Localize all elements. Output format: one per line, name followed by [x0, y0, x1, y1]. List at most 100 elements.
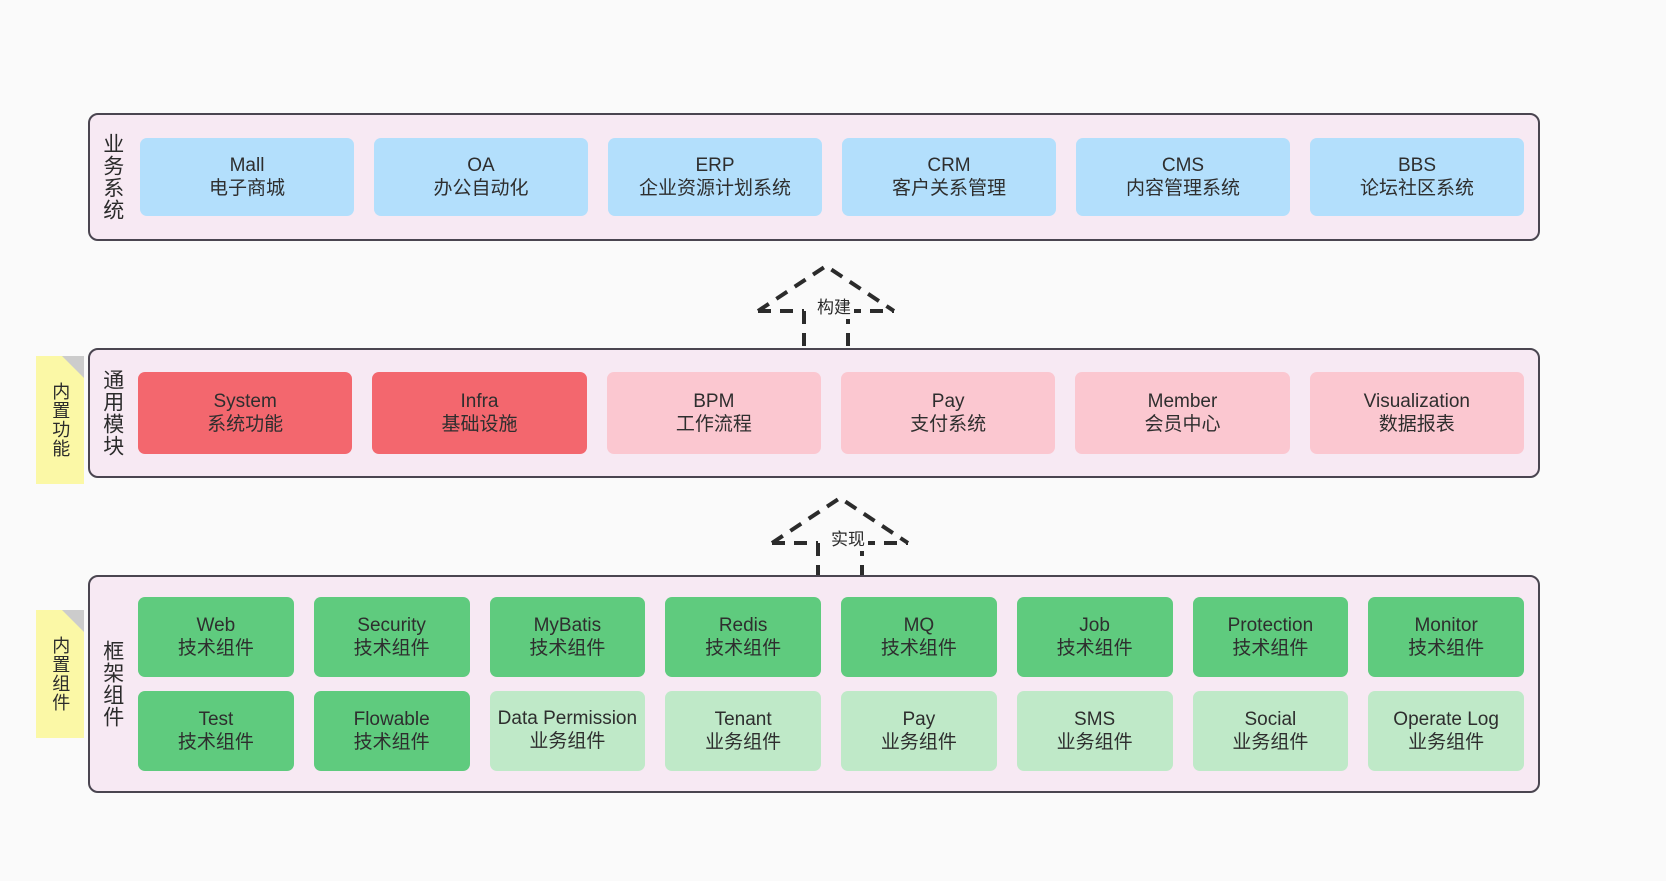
card-redis[interactable]: Redis 技术组件	[665, 597, 821, 677]
card-subtitle: 技术组件	[177, 732, 254, 753]
card-protection[interactable]: Protection 技术组件	[1192, 597, 1349, 677]
card-title: CMS	[1161, 154, 1205, 176]
card-bpm[interactable]: BPM 工作流程	[606, 372, 821, 454]
card-subtitle: 技术组件	[1232, 638, 1309, 659]
card-social[interactable]: Social 业务组件	[1192, 691, 1349, 771]
card-subtitle: 客户关系管理	[891, 178, 1006, 199]
card-crm[interactable]: CRM 客户关系管理	[842, 138, 1056, 216]
connector-build: 构建	[748, 256, 908, 356]
card-subtitle: 技术组件	[880, 638, 957, 659]
layer-business-systems: 业务系统 Mall 电子商城 OA 办公自动化 ERP 企业资源计划系统 CRM	[88, 113, 1540, 241]
card-title: Social	[1244, 708, 1297, 730]
card-subtitle: 论坛社区系统	[1359, 178, 1474, 199]
card-title: Redis	[718, 614, 768, 636]
layer-body-framework-components: Web 技术组件 Security 技术组件 MyBatis 技术组件 Redi…	[134, 577, 1538, 791]
card-subtitle: 技术组件	[177, 638, 254, 659]
card-title: Tenant	[714, 708, 772, 730]
business-card-row: Mall 电子商城 OA 办公自动化 ERP 企业资源计划系统 CRM 客户关系…	[140, 138, 1524, 216]
card-subtitle: 技术组件	[353, 638, 430, 659]
card-subtitle: 支付系统	[910, 414, 987, 435]
modules-card-row: System 系统功能 Infra 基础设施 BPM 工作流程 Pay 支付系统…	[138, 372, 1524, 454]
card-title: Web	[196, 614, 236, 636]
card-title: MyBatis	[533, 614, 602, 636]
card-title: Visualization	[1363, 390, 1470, 412]
card-subtitle: 业务组件	[529, 731, 606, 752]
card-title: BBS	[1397, 154, 1437, 176]
card-oa[interactable]: OA 办公自动化	[374, 138, 588, 216]
card-title: Mall	[229, 154, 265, 176]
card-security[interactable]: Security 技术组件	[313, 597, 470, 677]
card-subtitle: 系统功能	[207, 414, 284, 435]
card-infra[interactable]: Infra 基础设施	[372, 372, 587, 454]
card-cms[interactable]: CMS 内容管理系统	[1076, 138, 1290, 216]
card-mq[interactable]: MQ 技术组件	[841, 597, 997, 677]
card-web[interactable]: Web 技术组件	[138, 597, 294, 677]
card-title: BPM	[693, 390, 735, 412]
layer-common-modules: 通用模块 System 系统功能 Infra 基础设施 BPM 工作流程 Pay	[88, 348, 1540, 478]
card-erp[interactable]: ERP 企业资源计划系统	[608, 138, 822, 216]
card-subtitle: 业务组件	[880, 732, 957, 753]
connector-realize: 实现	[762, 488, 922, 588]
card-subtitle: 企业资源计划系统	[638, 178, 791, 199]
card-title: CRM	[927, 154, 971, 176]
card-subtitle: 技术组件	[1408, 638, 1485, 659]
card-visualization[interactable]: Visualization 数据报表	[1309, 372, 1524, 454]
card-subtitle: 工作流程	[675, 414, 752, 435]
card-subtitle: 办公自动化	[433, 178, 529, 199]
card-subtitle: 技术组件	[353, 732, 430, 753]
card-title: SMS	[1074, 708, 1116, 730]
card-title: Job	[1079, 614, 1110, 636]
card-pay[interactable]: Pay 支付系统	[840, 372, 1056, 454]
layer-label-framework-components: 框架组件	[100, 640, 124, 728]
card-subtitle: 数据报表	[1378, 414, 1455, 435]
card-title: Pay	[902, 708, 936, 730]
layer-body-common-modules: System 系统功能 Infra 基础设施 BPM 工作流程 Pay 支付系统…	[134, 350, 1538, 476]
card-sms[interactable]: SMS 业务组件	[1016, 691, 1173, 771]
card-subtitle: 电子商城	[208, 178, 285, 199]
card-bbs[interactable]: BBS 论坛社区系统	[1310, 138, 1524, 216]
card-subtitle: 技术组件	[705, 638, 782, 659]
card-title: Protection	[1227, 614, 1314, 636]
sticky-note-builtin-components: 内置组件	[36, 610, 84, 738]
card-title: MQ	[903, 614, 935, 636]
card-title: Operate Log	[1393, 708, 1499, 730]
card-operate-log[interactable]: Operate Log 业务组件	[1368, 691, 1524, 771]
layer-label-common-modules: 通用模块	[100, 369, 124, 457]
card-title: Data Permission	[497, 708, 638, 730]
connector-label-realize: 实现	[828, 524, 868, 551]
card-title: ERP	[695, 154, 735, 176]
card-title: Pay	[931, 390, 965, 412]
framework-tech-row: Web 技术组件 Security 技术组件 MyBatis 技术组件 Redi…	[138, 597, 1524, 677]
card-title: System	[213, 390, 277, 412]
card-subtitle: 业务组件	[1408, 732, 1485, 753]
card-title: Monitor	[1414, 614, 1478, 636]
layer-framework-components: 框架组件 Web 技术组件 Security 技术组件 MyBatis 技术组件…	[88, 575, 1540, 793]
card-subtitle: 技术组件	[529, 638, 606, 659]
card-member[interactable]: Member 会员中心	[1075, 372, 1290, 454]
connector-label-build: 构建	[814, 292, 854, 319]
framework-biz-row: Test 技术组件 Flowable 技术组件 Data Permission …	[138, 691, 1524, 771]
card-subtitle: 会员中心	[1144, 414, 1221, 435]
card-title: Member	[1147, 390, 1218, 412]
card-mybatis[interactable]: MyBatis 技术组件	[489, 597, 646, 677]
card-job[interactable]: Job 技术组件	[1016, 597, 1173, 677]
card-subtitle: 业务组件	[705, 732, 782, 753]
card-tenant[interactable]: Tenant 业务组件	[665, 691, 821, 771]
card-title: Flowable	[353, 708, 430, 730]
card-subtitle: 内容管理系统	[1125, 178, 1240, 199]
layer-body-business-systems: Mall 电子商城 OA 办公自动化 ERP 企业资源计划系统 CRM 客户关系…	[134, 115, 1538, 239]
card-subtitle: 基础设施	[441, 414, 518, 435]
sticky-note-builtin-features: 内置功能	[36, 356, 84, 484]
layer-label-business-systems: 业务系统	[100, 133, 124, 221]
card-system[interactable]: System 系统功能	[138, 372, 353, 454]
card-flowable[interactable]: Flowable 技术组件	[313, 691, 470, 771]
card-data-permission[interactable]: Data Permission 业务组件	[489, 691, 646, 771]
card-subtitle: 技术组件	[1056, 638, 1133, 659]
card-mall[interactable]: Mall 电子商城	[140, 138, 354, 216]
card-subtitle: 业务组件	[1232, 732, 1309, 753]
card-title: Infra	[460, 390, 499, 412]
card-pay-component[interactable]: Pay 业务组件	[841, 691, 997, 771]
card-monitor[interactable]: Monitor 技术组件	[1368, 597, 1524, 677]
card-title: OA	[467, 154, 495, 176]
card-test[interactable]: Test 技术组件	[138, 691, 294, 771]
